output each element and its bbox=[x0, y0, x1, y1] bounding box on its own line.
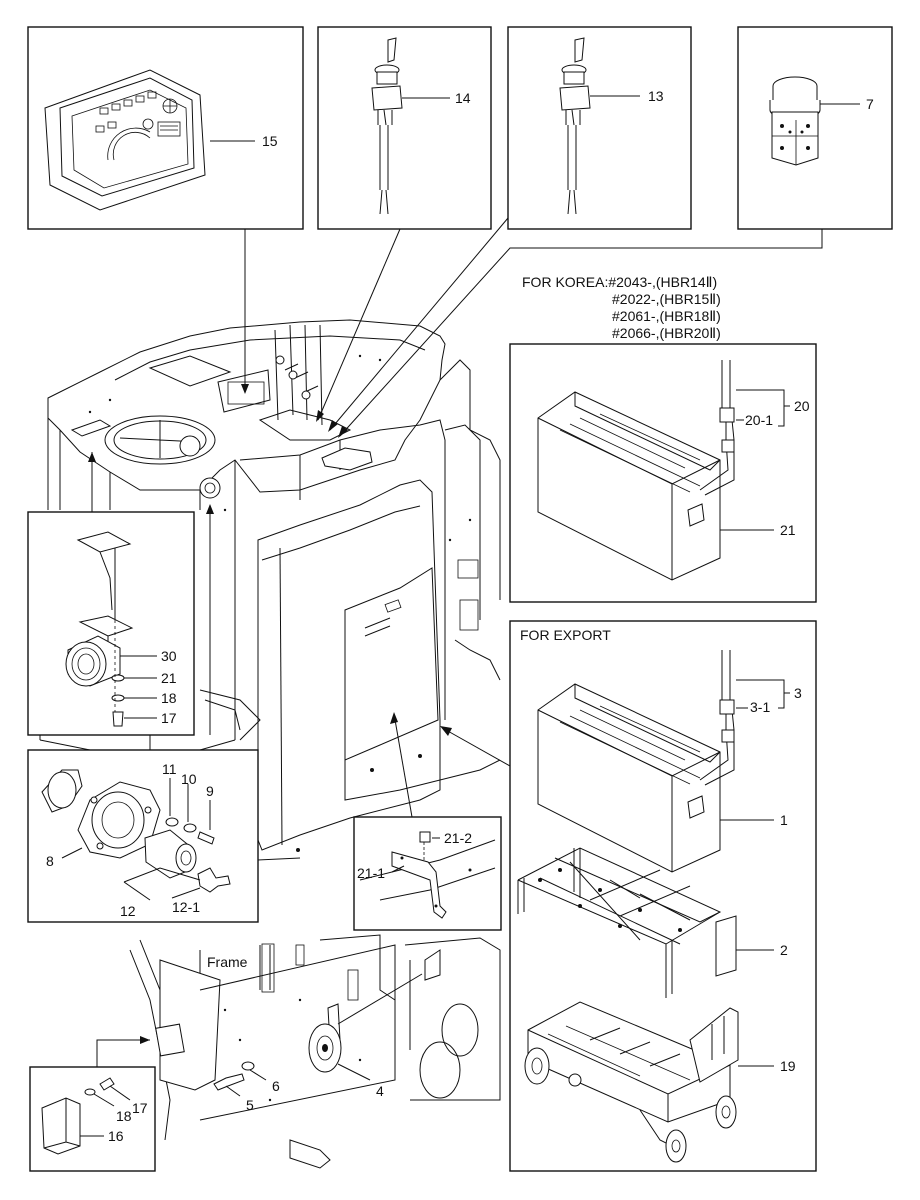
truck-body bbox=[39, 319, 501, 861]
label-2: 2 bbox=[780, 942, 788, 958]
label-13: 13 bbox=[648, 88, 664, 104]
label-11: 11 bbox=[162, 761, 177, 777]
callout-box-16: 17 18 16 bbox=[29, 1036, 156, 1172]
label-3: 3 bbox=[794, 685, 802, 701]
label-30: 30 bbox=[161, 648, 177, 664]
label-1: 1 bbox=[780, 812, 788, 828]
callout-box-13: 13 bbox=[507, 26, 692, 230]
export-section: FOR EXPORT 3 3-1 1 bbox=[509, 620, 817, 1172]
label-8: 8 bbox=[46, 853, 54, 869]
label-10: 10 bbox=[181, 771, 197, 787]
label-6: 6 bbox=[272, 1078, 280, 1094]
label-21-1: 21-1 bbox=[357, 865, 385, 881]
callout-box-switch-base: 8 11 10 9 12 12-1 bbox=[27, 749, 259, 923]
label-20-1: 20-1 bbox=[745, 412, 773, 428]
label-20: 20 bbox=[794, 398, 810, 414]
label-12: 12 bbox=[120, 903, 136, 919]
label-21b: 21 bbox=[161, 670, 177, 686]
label-5: 5 bbox=[246, 1097, 254, 1113]
label-14: 14 bbox=[455, 90, 471, 106]
label-3-1: 3-1 bbox=[750, 699, 770, 715]
label-21a: 21 bbox=[780, 522, 796, 538]
callout-box-15: 15 bbox=[27, 26, 304, 230]
callout-box-bracket: 21-2 21-1 bbox=[353, 712, 502, 931]
label-17b: 17 bbox=[132, 1100, 148, 1116]
korea-line-1: FOR KOREA:#2043-,(HBR14Ⅱ) bbox=[522, 274, 717, 290]
label-4: 4 bbox=[376, 1083, 384, 1099]
callout-box-14: 14 bbox=[317, 26, 492, 230]
callout-box-horn-bracket: 30 21 18 17 bbox=[27, 452, 214, 736]
label-16: 16 bbox=[108, 1128, 124, 1144]
label-15: 15 bbox=[262, 133, 278, 149]
label-12-1: 12-1 bbox=[172, 899, 200, 915]
label-17a: 17 bbox=[161, 710, 177, 726]
korea-line-2: #2022-,(HBR15Ⅱ) bbox=[612, 291, 721, 307]
label-frame: Frame bbox=[207, 954, 248, 970]
leader-lines-top bbox=[241, 217, 823, 438]
label-19: 19 bbox=[780, 1058, 796, 1074]
export-title: FOR EXPORT bbox=[520, 627, 611, 643]
korea-line-4: #2066-,(HBR20Ⅱ) bbox=[612, 325, 721, 341]
korea-section: FOR KOREA:#2043-,(HBR14Ⅱ) #2022-,(HBR15Ⅱ… bbox=[509, 274, 817, 603]
label-7: 7 bbox=[866, 96, 874, 112]
frame-labels: Frame 4 6 5 bbox=[207, 954, 423, 1113]
label-18b: 18 bbox=[116, 1108, 132, 1124]
callout-box-7: 7 bbox=[737, 26, 893, 230]
label-21-2: 21-2 bbox=[444, 830, 472, 846]
leader-lines-right bbox=[440, 726, 511, 767]
label-18a: 18 bbox=[161, 690, 177, 706]
lower-frame bbox=[129, 934, 501, 1169]
korea-line-3: #2061-,(HBR18Ⅱ) bbox=[612, 308, 721, 324]
label-9: 9 bbox=[206, 783, 214, 799]
